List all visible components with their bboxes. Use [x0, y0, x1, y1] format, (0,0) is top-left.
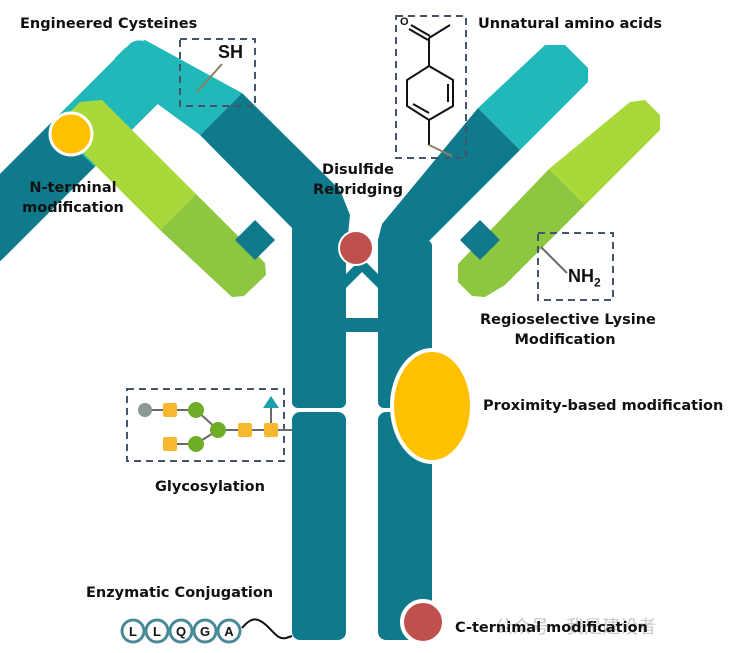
- peptide-residue-label: L: [153, 624, 161, 639]
- peptide-residue: [144, 618, 170, 644]
- label-enzymatic: Enzymatic Conjugation: [86, 585, 274, 601]
- hinge-bar: [340, 318, 384, 332]
- tag-linker: [241, 618, 293, 640]
- peptide-residue-label: A: [224, 624, 234, 639]
- thiol-bond: [196, 63, 223, 93]
- right-heavy-arm-constant: [378, 108, 520, 265]
- peptide-residue: [120, 618, 146, 644]
- watermark: 公众号 · 我是建设者: [495, 617, 657, 638]
- peptide-residue: [216, 618, 242, 644]
- label-disulfide-line1: Disulfide: [322, 162, 394, 178]
- peptide-residue: [168, 618, 194, 644]
- label-lysine: Regioselective Lysine Modification: [480, 310, 656, 350]
- label-engineered-cysteines: Engineered Cysteines: [20, 16, 198, 32]
- left-heavy-arm-variable: [115, 40, 242, 135]
- amine-dashed-box: [537, 232, 614, 301]
- glycan-node: [238, 423, 252, 437]
- label-c-terminal: C-ternimal modification: [455, 620, 648, 636]
- label-disulfide: Disulfide Rebridging: [308, 160, 408, 200]
- label-n-terminal-line1: N-terminal: [29, 180, 117, 196]
- glycan-node: [138, 403, 152, 417]
- glycan-node: [163, 437, 177, 451]
- peptide-residue-label: Q: [176, 624, 186, 639]
- glycan-node: [188, 436, 204, 452]
- amine-group: NH2: [568, 266, 601, 290]
- amine-subscript: 2: [594, 275, 601, 290]
- label-glycosylation: Glycosylation: [155, 479, 265, 495]
- proximity-blob: [390, 348, 474, 464]
- left-heavy-arm-constant: [200, 93, 350, 265]
- label-unnatural-amino-acids: Unnatural amino acids: [478, 16, 662, 32]
- label-lysine-line2: Modification: [514, 332, 616, 348]
- label-disulfide-line2: Rebridging: [313, 182, 403, 198]
- right-light-chain-constant: [458, 169, 585, 297]
- glycan-node: [188, 402, 204, 418]
- thiol-group: SH: [218, 42, 244, 62]
- right-fc-domain: [378, 412, 432, 640]
- right-linker: [460, 220, 500, 260]
- label-lysine-line1: Regioselective Lysine: [480, 312, 656, 328]
- peptide-residue: [192, 618, 218, 644]
- acetylphenyl-structure: [406, 24, 454, 145]
- amine-bond: [540, 246, 568, 274]
- right-heavy-arm-variable: [478, 45, 588, 150]
- peptide-residue-label: L: [129, 624, 137, 639]
- n-terminal-dot: [48, 111, 94, 157]
- label-proximity: Proximity-based modification: [483, 398, 724, 414]
- glycan-dashed-box: [126, 388, 285, 462]
- label-n-terminal: N-terminal modification: [8, 178, 138, 218]
- right-light-chain-variable: [549, 100, 660, 205]
- uaa-bond: [428, 144, 453, 157]
- uaa-dashed-box: [395, 15, 467, 159]
- glycan-node: [264, 423, 278, 437]
- ketone-oxygen: O: [400, 16, 409, 28]
- left-fc-domain: [292, 412, 346, 640]
- thiol-dashed-box: [179, 38, 256, 107]
- hinge-chevron: [340, 258, 384, 294]
- peptide-residue-label: G: [200, 624, 210, 639]
- left-light-chain-constant: [160, 194, 266, 297]
- glycan-node: [163, 403, 177, 417]
- left-light-chain-variable: [66, 100, 196, 230]
- label-n-terminal-line2: modification: [22, 200, 124, 216]
- left-linker: [235, 220, 275, 260]
- disulfide-dot: [338, 230, 374, 266]
- left-hinge-block: [292, 240, 346, 408]
- c-terminal-dot: [400, 599, 446, 645]
- glycan-tree: [138, 396, 292, 452]
- glycan-node: [210, 422, 226, 438]
- glycan-node: [263, 396, 279, 408]
- amine-text: NH: [568, 266, 594, 286]
